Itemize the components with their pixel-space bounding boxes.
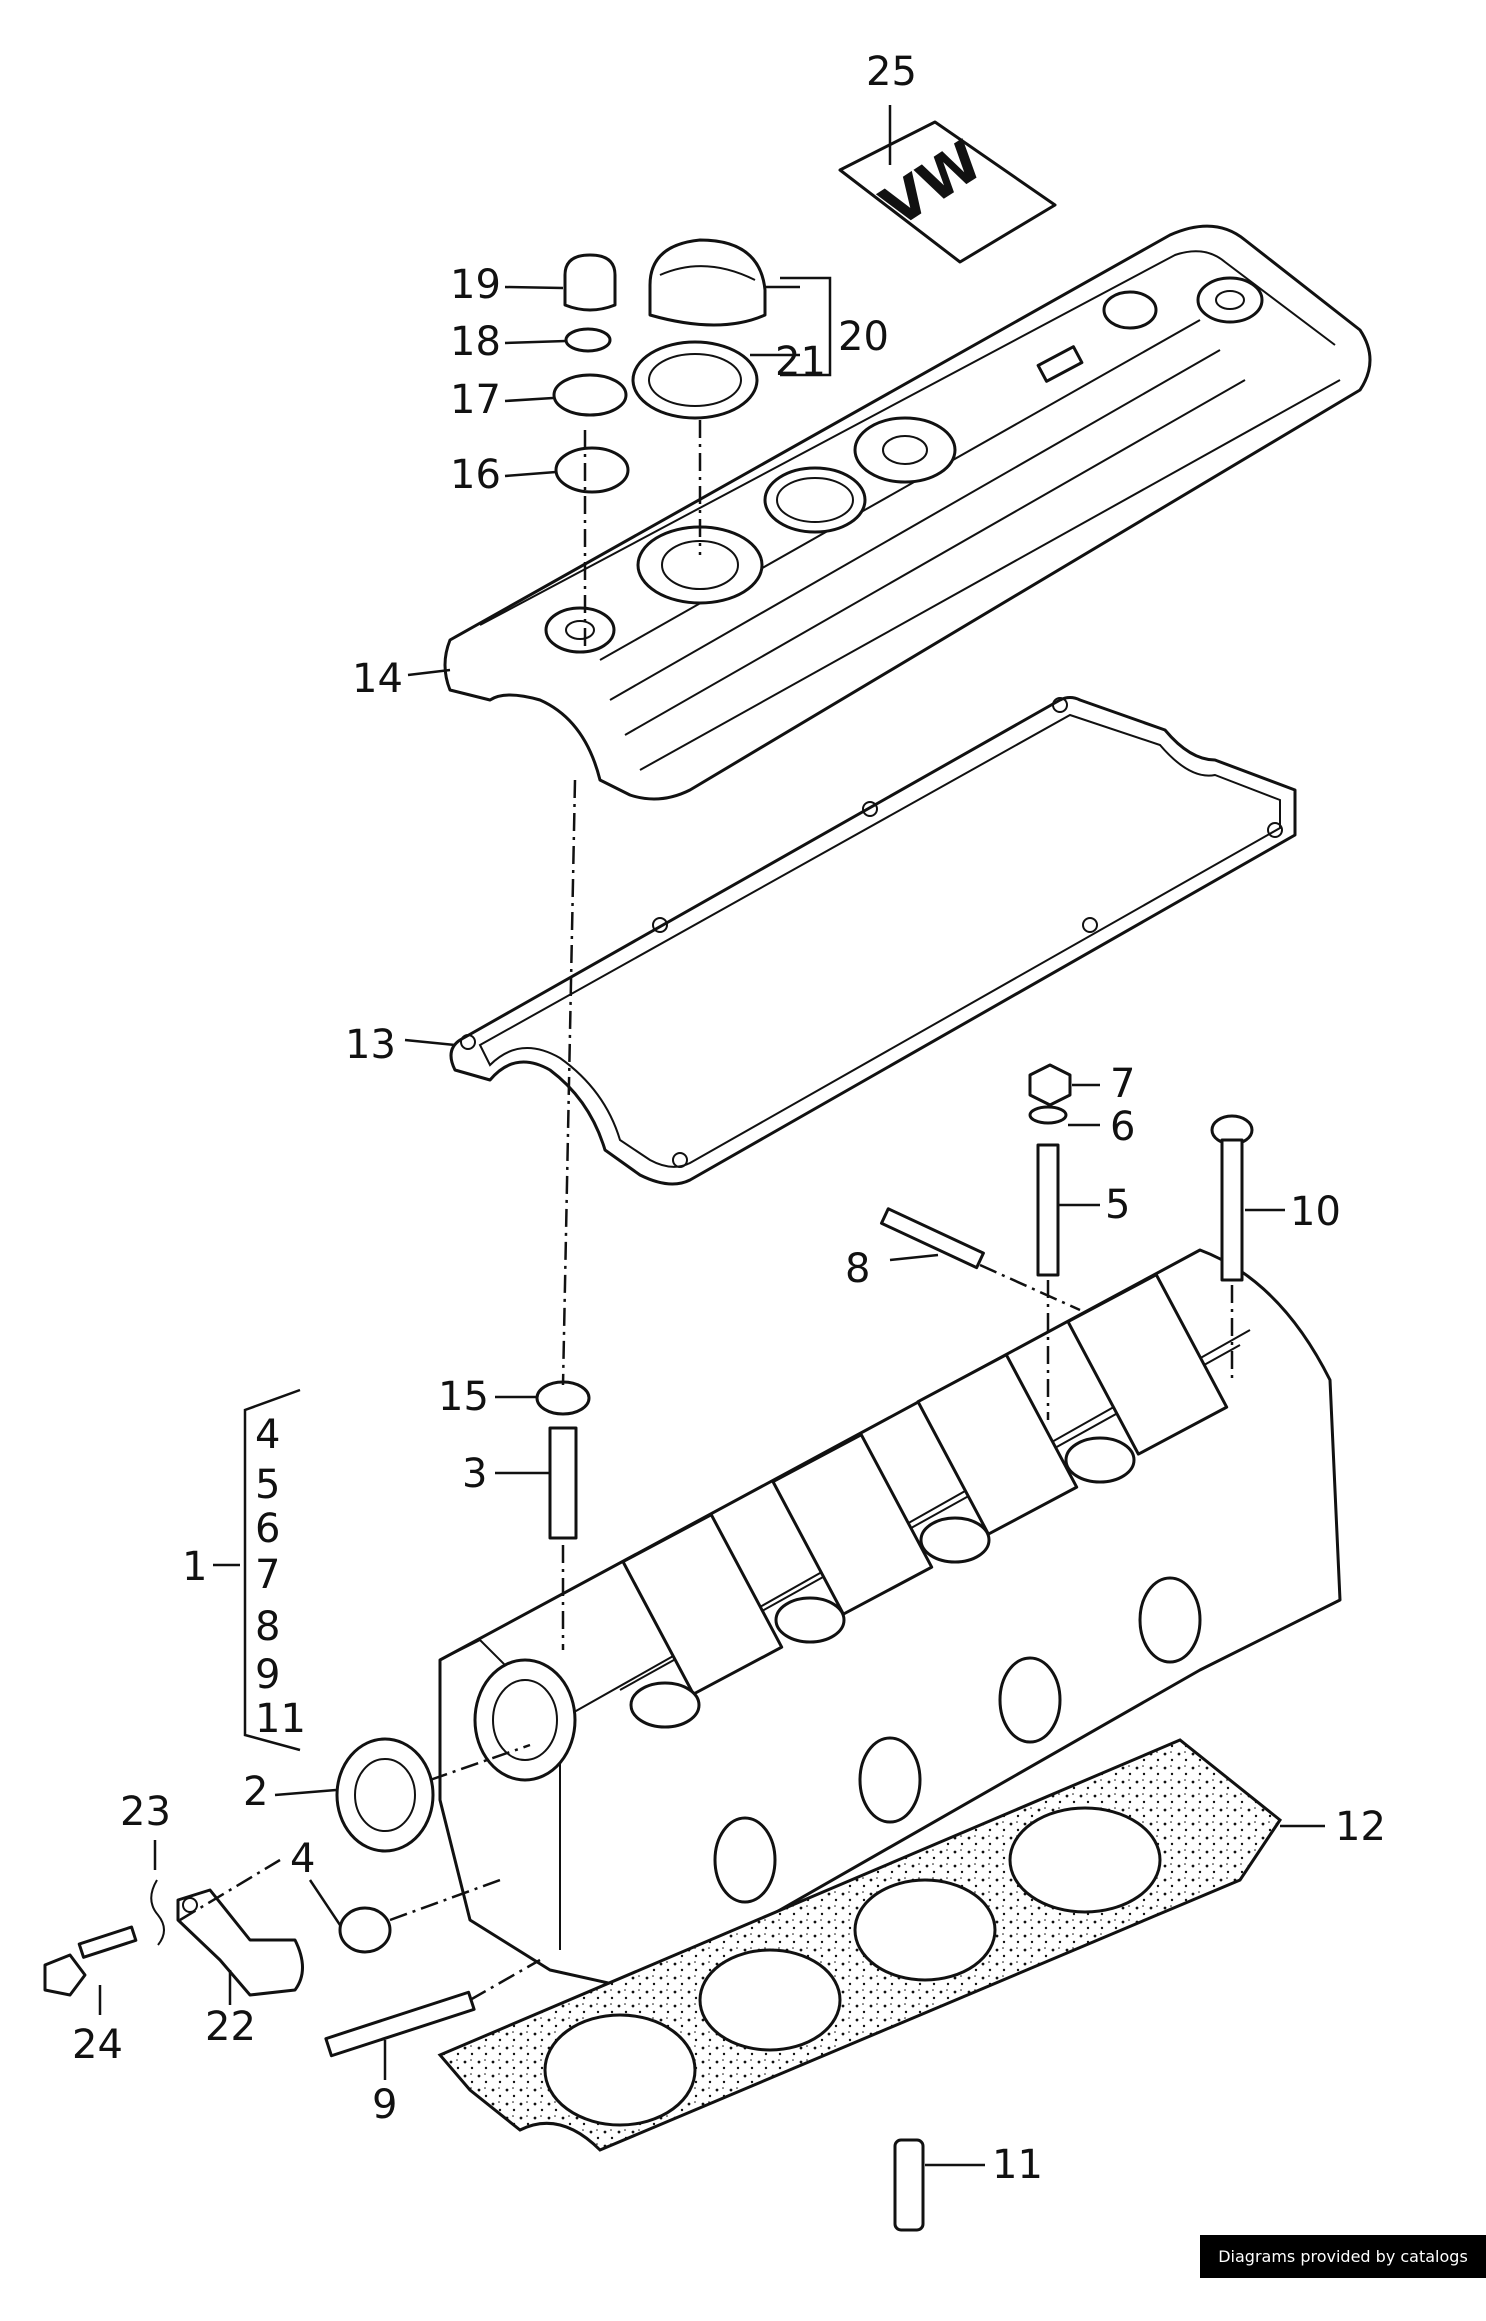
stud-8 xyxy=(879,1207,985,1270)
label-25: 25 xyxy=(866,49,917,95)
plug xyxy=(338,1906,392,1954)
label-11-group: 11 xyxy=(255,1696,306,1742)
clip xyxy=(150,1879,165,1946)
oil-seal xyxy=(335,1737,435,1853)
label-9: 9 xyxy=(372,2082,397,2128)
vw-emblem: VW xyxy=(838,120,1057,264)
label-18: 18 xyxy=(450,319,501,365)
bolt xyxy=(43,1925,138,1997)
label-9-group: 9 xyxy=(255,1652,280,1698)
assembly-lines xyxy=(179,420,1234,2002)
part-labels: 25 19 18 17 16 20 21 14 13 15 3 1 4 5 6 … xyxy=(72,49,1386,2188)
bracket xyxy=(176,1888,304,1997)
label-20: 20 xyxy=(838,314,889,360)
bolt-11 xyxy=(893,2138,925,2232)
oil-filler-cap xyxy=(631,238,767,420)
label-4-group: 4 xyxy=(255,1412,280,1458)
label-10: 10 xyxy=(1290,1189,1341,1235)
label-19: 19 xyxy=(450,262,501,308)
label-24: 24 xyxy=(72,2022,123,2068)
label-12: 12 xyxy=(1335,1804,1386,1850)
label-2: 2 xyxy=(243,1769,268,1815)
seal-and-stud xyxy=(535,1380,591,1540)
label-8: 8 xyxy=(845,1246,870,1292)
label-16: 16 xyxy=(450,452,501,498)
label-11: 11 xyxy=(992,2142,1043,2188)
label-17: 17 xyxy=(450,377,501,423)
label-5-group: 5 xyxy=(255,1462,280,1508)
label-1: 1 xyxy=(182,1544,207,1590)
head-gasket xyxy=(437,1738,1283,2152)
breather-parts xyxy=(552,253,630,494)
credit-banner: Diagrams provided by catalogs parts xyxy=(1200,2235,1486,2309)
label-15: 15 xyxy=(438,1374,489,1420)
label-8-group: 8 xyxy=(255,1604,280,1650)
label-6: 6 xyxy=(1110,1104,1135,1150)
label-23: 23 xyxy=(120,1789,171,1835)
label-14: 14 xyxy=(352,656,403,702)
label-13: 13 xyxy=(345,1022,396,1068)
valve-cover-gasket xyxy=(449,696,1297,1186)
leader-lines xyxy=(98,105,1325,2167)
valve-cover xyxy=(443,224,1372,801)
stud-washer-nut xyxy=(1028,1063,1072,1277)
label-5: 5 xyxy=(1105,1182,1130,1228)
label-4: 4 xyxy=(290,1836,315,1882)
stud xyxy=(324,1990,476,2058)
label-7-group: 7 xyxy=(255,1552,280,1598)
label-21: 21 xyxy=(775,339,826,385)
label-6-group: 6 xyxy=(255,1506,280,1552)
label-22: 22 xyxy=(205,2004,256,2050)
label-3: 3 xyxy=(462,1451,487,1497)
head-bolt xyxy=(1210,1114,1254,1282)
label-7: 7 xyxy=(1110,1061,1135,1107)
cylinder-head xyxy=(438,1248,1342,1992)
